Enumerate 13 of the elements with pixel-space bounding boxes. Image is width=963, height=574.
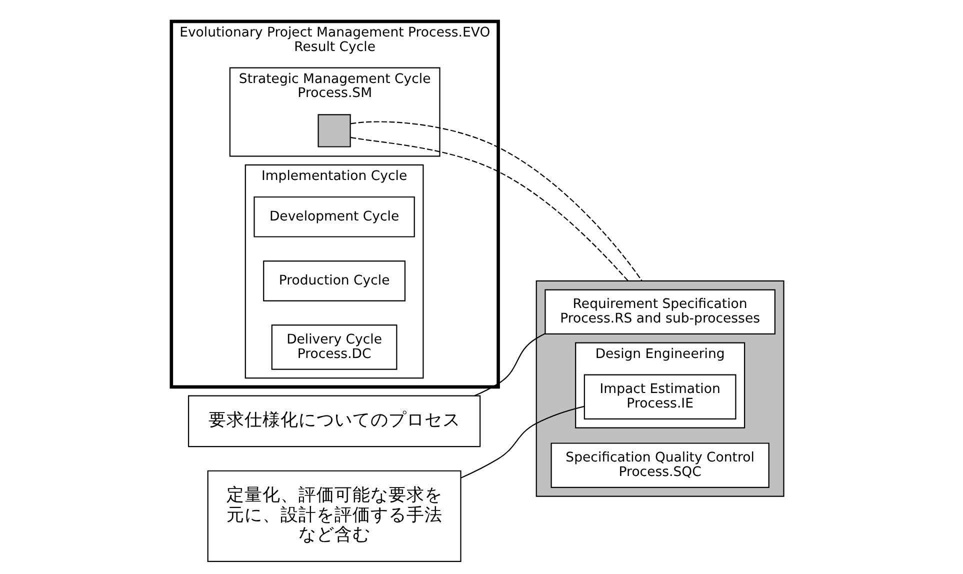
node-box: Production Cycle xyxy=(262,260,406,302)
node-box: Development Cycle xyxy=(253,196,414,238)
node-box: 要求仕様化についてのプロセス xyxy=(187,395,480,448)
node-box: Specification Quality Control Process.SQC xyxy=(550,442,769,488)
connector xyxy=(474,333,545,396)
node-box: 定量化、評価可能な要求を元に、設計を評価する手法など含む xyxy=(206,470,461,562)
node-box: Impact Estimation Process.IE xyxy=(583,374,736,420)
connector xyxy=(460,406,584,478)
node-box: Requirement Specification Process.RS and sub-processes xyxy=(544,289,775,334)
cluster: Strategic Management Cycle Process.SM xyxy=(228,67,440,157)
cluster xyxy=(535,280,784,497)
node-box xyxy=(317,114,350,148)
node-box: Delivery Cycle Process.DC xyxy=(270,324,397,370)
